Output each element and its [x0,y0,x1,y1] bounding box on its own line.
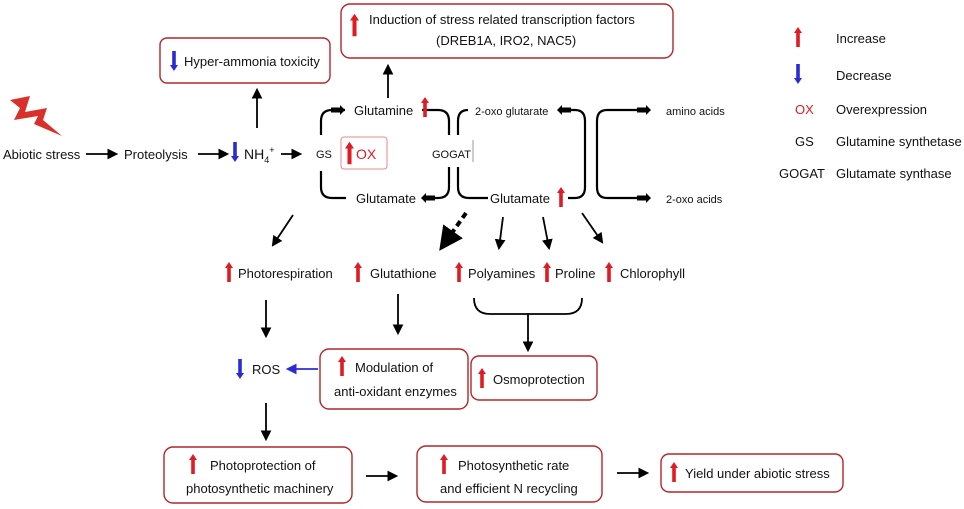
induction-line2: (DREB1A, IRO2, NAC5) [436,33,576,48]
modulation-line2: anti-oxidant enzymes [334,384,457,399]
legend-decrease: Decrease [836,68,892,83]
arrow-to-photorespiration [271,214,294,247]
increase-arrow-icon [605,262,613,282]
photosynthetic-box [416,445,603,503]
photoprotection-line1: Photoprotection of [210,458,316,473]
gs-label: GS [316,149,332,161]
legend-gogat-full: Glutamate synthase [836,166,952,181]
hyper-ammonia-box [159,37,331,84]
lightning-icon [10,96,62,136]
polyamines-label: Polyamines [468,266,536,281]
glutamine-label: Glutamine [354,103,413,118]
osmoprotection-box [470,355,598,401]
ox-label: OX [356,146,377,162]
decrease-arrow-icon [231,142,239,162]
osmo-bracket [473,297,583,315]
increase-arrow-icon [354,262,362,282]
increase-arrow-icon [794,27,802,47]
yield-text: Yield under abiotic stress [685,466,830,481]
photoprotection-line2: photosynthetic machinery [186,481,334,496]
modulation-line1: Modulation of [355,360,433,375]
glutathione-label: Glutathione [370,266,437,281]
glutamate-left-label: Glutamate [356,191,416,206]
arrow-to-chlorophyll [581,212,604,244]
proline-label: Proline [555,266,595,281]
oxoglutarate-label: 2-oxo glutarate [475,106,548,118]
small-arrow-icon [421,193,435,203]
photosynthetic-line1: Photosynthetic rate [458,458,569,473]
proteolysis-label: Proteolysis [124,147,188,162]
osmoprotection-text: Osmoprotection [493,372,585,387]
decrease-arrow-icon [794,64,802,84]
nh4-label: NH4+ [244,145,275,165]
increase-arrow-icon [557,187,565,207]
abiotic-stress-label: Abiotic stress [3,147,81,162]
legend-gs-full: Glutamine synthetase [836,134,962,149]
amino-acid-cycle [595,108,640,200]
increase-arrow-icon [455,262,463,282]
decrease-arrow-icon [236,359,244,379]
small-arrow-icon [557,105,571,115]
arrow-to-proline [542,216,553,251]
amino-acids-label: amino acids [666,106,725,118]
arrow-to-polyamines [494,216,506,251]
legend-gs-abbr: GS [795,134,814,149]
oxo-acids-label: 2-oxo acids [666,194,723,206]
increase-arrow-icon [543,262,551,282]
hyper-ammonia-text: Hyper-ammonia toxicity [184,54,320,69]
small-arrow-icon [637,193,651,203]
legend-overexpression: Overexpression [836,102,927,117]
gogat-panel [430,135,476,167]
gogat-cycle [456,108,488,200]
induction-box [340,3,674,59]
gogat-label: GOGAT [432,149,471,161]
ox-box [340,136,388,170]
small-arrow-icon [331,105,345,115]
legend-increase: Increase [836,31,886,46]
glutamate-right-label: Glutamate [490,191,550,206]
ros-label: ROS [252,362,281,377]
photoprotection-box [163,446,353,504]
induction-line1: Induction of stress related transcriptio… [369,12,635,27]
legend-ox-symbol: OX [795,102,814,117]
modulation-box [319,348,469,410]
small-arrow-icon [637,105,651,115]
gogat-cycle-right [562,108,587,200]
arrow-to-glutathione [439,211,468,251]
increase-arrow-icon [421,97,429,117]
legend-gogat-abbr: GOGAT [779,166,825,181]
chlorophyll-label: Chlorophyll [620,266,685,281]
legend: Increase Decrease OX Overexpression GS G… [779,27,962,181]
increase-arrow-icon [225,262,233,282]
yield-box [660,453,844,493]
photorespiration-label: Photorespiration [238,266,333,281]
photosynthetic-line2: and efficient N recycling [440,481,578,496]
